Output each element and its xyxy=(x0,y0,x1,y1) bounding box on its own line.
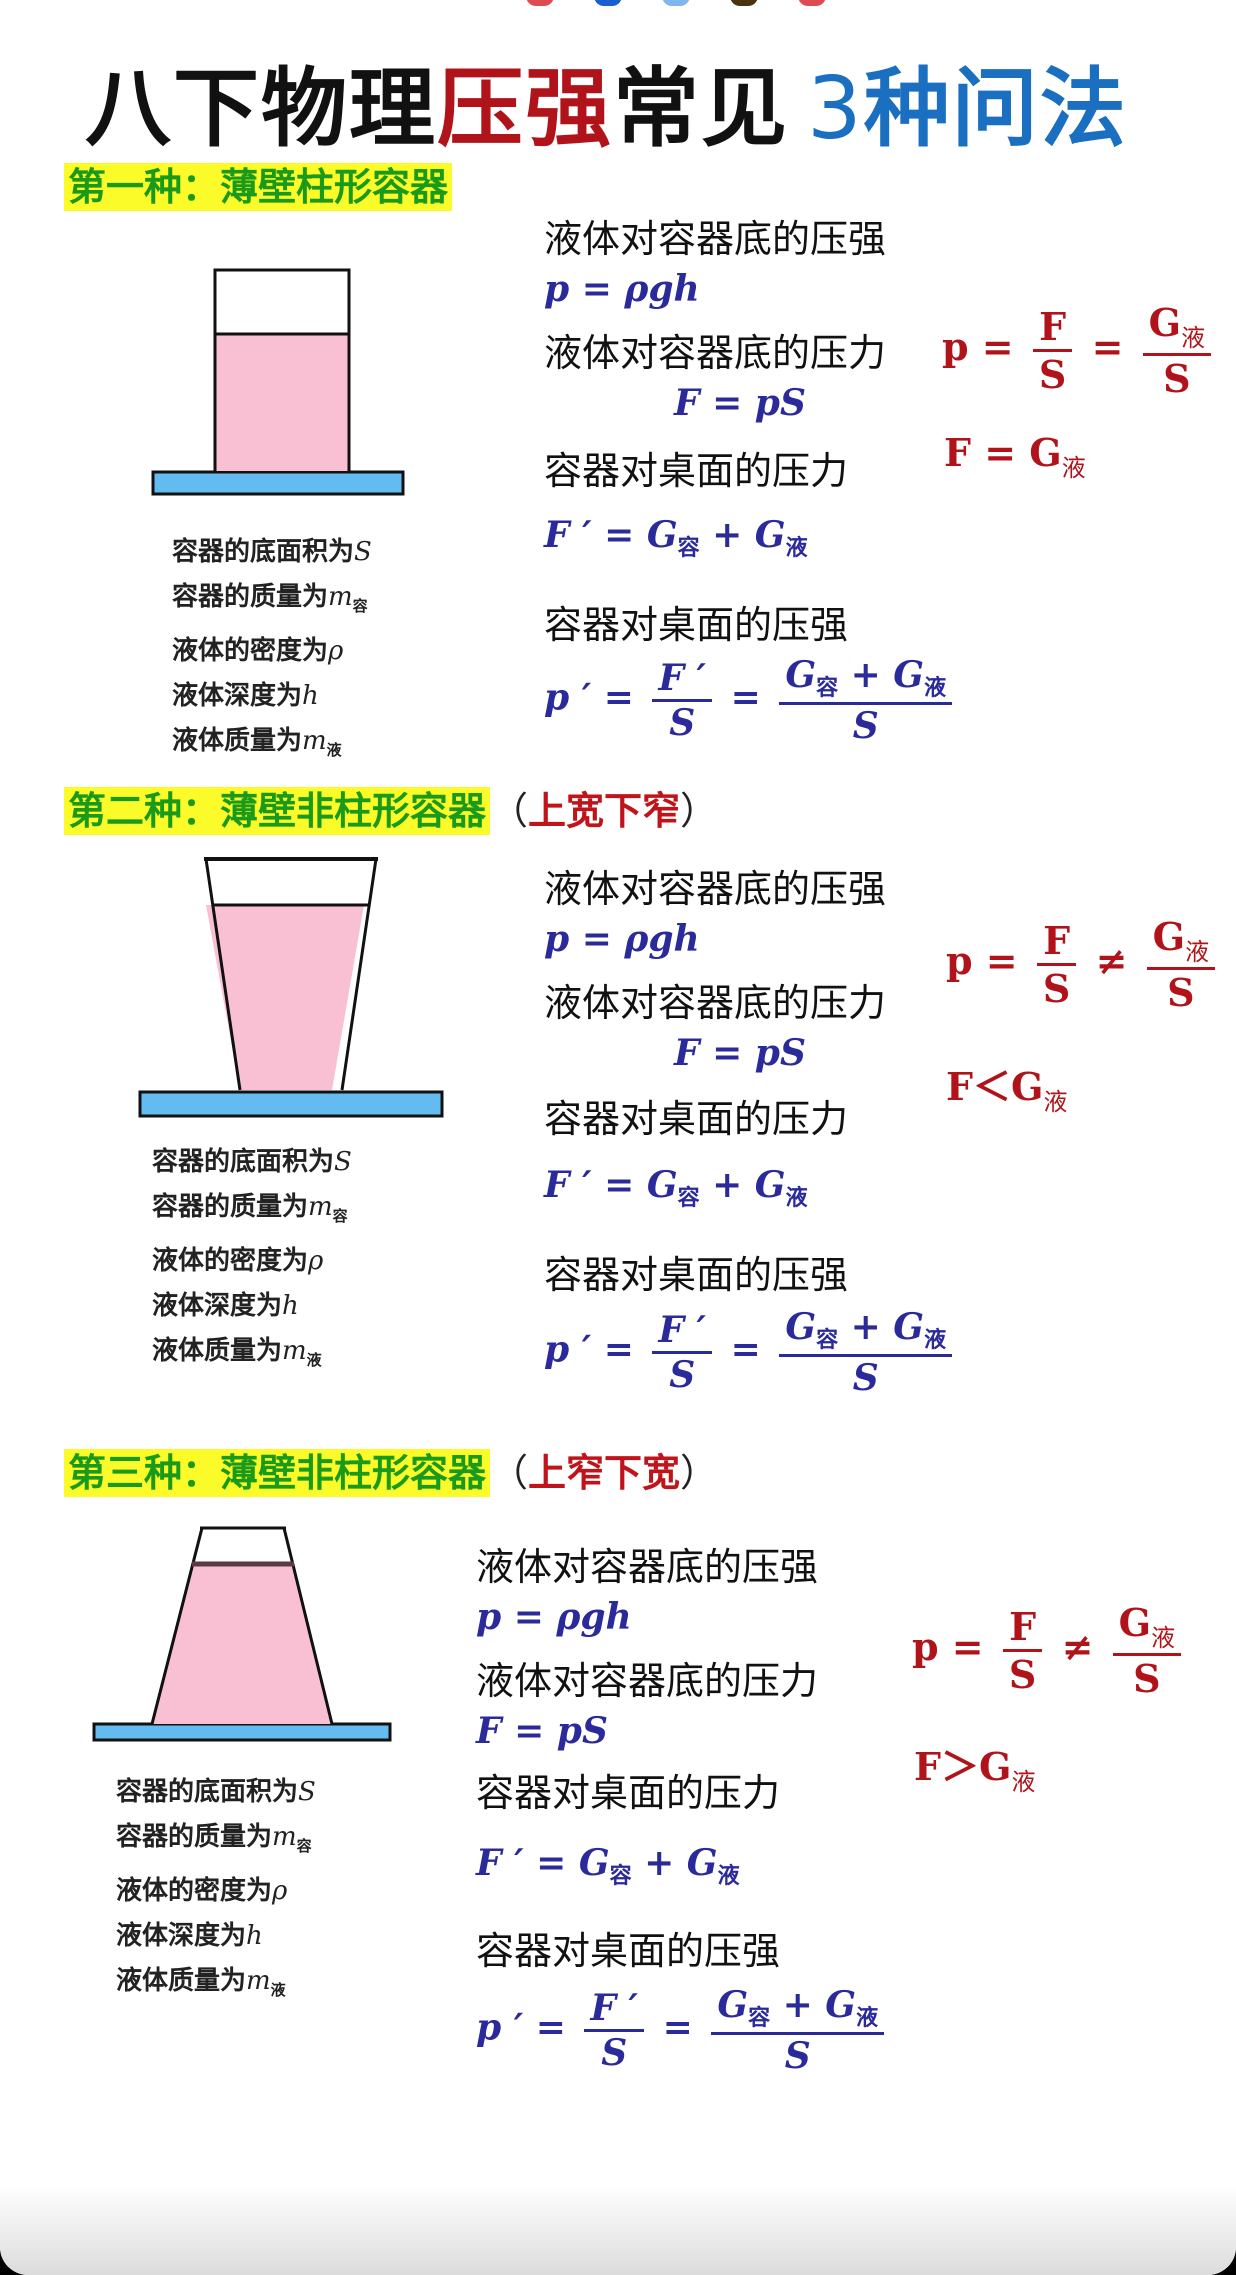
formula-f-ps: F = pS xyxy=(674,1032,806,1074)
q-liquid-bottom-force: 液体对容器底的压力 xyxy=(544,331,887,375)
label-density: 液体的密度为ρ xyxy=(116,1876,288,1907)
title-number: 3 xyxy=(807,59,864,159)
q-container-table-force: 容器对桌面的压力 xyxy=(476,1771,781,1815)
label-depth: 液体深度为h xyxy=(152,1291,299,1322)
section-2-given-quantities: 容器的底面积为S 容器的质量为m容 液体的密度为ρ 液体深度为h 液体质量为m液 xyxy=(152,1140,352,1383)
dot xyxy=(594,0,622,6)
label-liquid-mass: 液体质量为m液 xyxy=(172,726,342,760)
section-2-heading: 第二种：薄壁非柱形容器（上宽下窄） xyxy=(64,780,718,835)
q-liquid-bottom-pressure: 液体对容器底的压强 xyxy=(544,867,887,911)
title-part: 八下物理 xyxy=(85,59,437,159)
cylindrical-container-diagram xyxy=(151,268,405,496)
label-depth: 液体深度为h xyxy=(172,681,319,712)
dot xyxy=(798,0,826,6)
q-container-table-force: 容器对桌面的压力 xyxy=(544,449,849,493)
section-3-heading: 第三种：薄壁非柱形容器（上窄下宽） xyxy=(64,1442,718,1497)
wide-top-container-diagram xyxy=(138,857,444,1118)
q-liquid-bottom-force: 液体对容器底的压力 xyxy=(476,1659,819,1703)
section-1-force-relation: F = G液 xyxy=(944,430,1086,482)
formula-f-prime: F ′ = G容 + G液 xyxy=(544,1164,808,1211)
section-3-given-quantities: 容器的底面积为S 容器的质量为m容 液体的密度为ρ 液体深度为h 液体质量为m液 xyxy=(116,1770,316,2013)
label-container-mass: 容器的质量为m容 xyxy=(116,1822,312,1856)
label-area: 容器的底面积为S xyxy=(152,1147,352,1177)
label-area: 容器的底面积为S xyxy=(172,537,372,567)
label-depth: 液体深度为h xyxy=(116,1921,263,1952)
q-container-table-pressure: 容器对桌面的压强 xyxy=(544,603,849,647)
label-density: 液体的密度为ρ xyxy=(172,636,344,667)
q-liquid-bottom-pressure: 液体对容器底的压强 xyxy=(476,1545,819,1589)
label-density: 液体的密度为ρ xyxy=(152,1246,324,1277)
q-container-table-force: 容器对桌面的压力 xyxy=(544,1097,849,1141)
formula-f-prime: F ′ = G容 + G液 xyxy=(476,1842,740,1889)
formula-p-rho-g-h: p = ρgh xyxy=(476,1596,632,1638)
title-keyword: 压强 xyxy=(437,59,613,159)
dot xyxy=(730,0,758,6)
dot xyxy=(526,0,554,6)
label-liquid-mass: 液体质量为m液 xyxy=(152,1336,322,1370)
formula-f-prime: F ′ = G容 + G液 xyxy=(544,514,808,561)
title-part: 种问法 xyxy=(863,59,1128,159)
q-liquid-bottom-force: 液体对容器底的压力 xyxy=(544,981,887,1025)
q-container-table-pressure: 容器对桌面的压强 xyxy=(544,1253,849,1297)
formula-f-ps: F = pS xyxy=(674,382,806,424)
section-3-force-relation: F＞G液 xyxy=(914,1744,1036,1796)
bottom-fade xyxy=(0,2185,1236,2275)
formula-p-rho-g-h: p = ρgh xyxy=(544,268,700,310)
label-container-mass: 容器的质量为m容 xyxy=(152,1192,348,1226)
section-3-note: 上窄下宽 xyxy=(528,1451,681,1495)
dot xyxy=(662,0,690,6)
formula-p-rho-g-h: p = ρgh xyxy=(544,918,700,960)
section-1-heading: 第一种：薄壁柱形容器 xyxy=(64,156,453,211)
narrow-top-container-diagram xyxy=(92,1526,392,1742)
q-liquid-bottom-pressure: 液体对容器底的压强 xyxy=(544,217,887,261)
top-indicator-dots xyxy=(526,0,826,6)
section-1-given-quantities: 容器的底面积为S 容器的质量为m容 液体的密度为ρ 液体深度为h 液体质量为m液 xyxy=(172,530,372,773)
section-2-force-relation: F＜G液 xyxy=(946,1064,1068,1116)
formula-f-ps: F = pS xyxy=(476,1710,608,1752)
title-part: 常见 xyxy=(613,59,789,159)
q-container-table-pressure: 容器对桌面的压强 xyxy=(476,1929,781,1973)
label-area: 容器的底面积为S xyxy=(116,1777,316,1807)
section-2-note: 上宽下窄 xyxy=(528,789,681,833)
label-liquid-mass: 液体质量为m液 xyxy=(116,1966,286,2000)
label-container-mass: 容器的质量为m容 xyxy=(172,582,368,616)
